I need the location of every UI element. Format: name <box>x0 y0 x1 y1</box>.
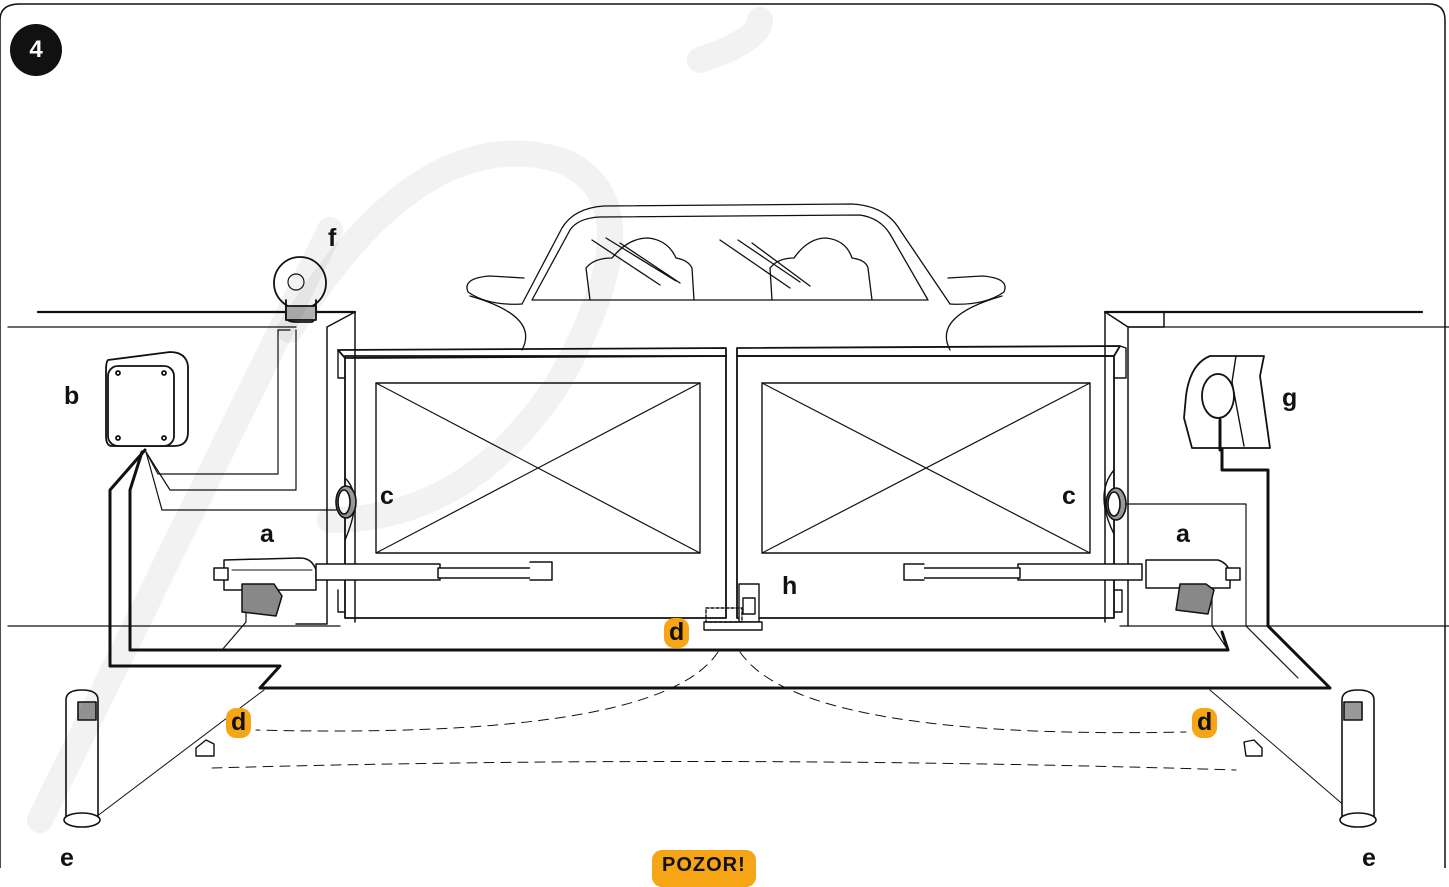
cable-loop <box>108 428 1332 690</box>
page-frame <box>0 3 1446 868</box>
label-a-left: a <box>260 520 274 548</box>
floor-sensor <box>195 739 215 757</box>
key-selector <box>1183 355 1271 452</box>
car <box>466 203 1006 351</box>
warning-badge: POZOR! <box>652 850 756 887</box>
thin-cables <box>145 329 1299 679</box>
label-d-center: d <box>664 618 690 648</box>
gate-actuator <box>213 557 553 617</box>
photocell <box>335 485 357 519</box>
right-gate-leaf <box>736 345 1127 619</box>
right-pillar <box>1104 311 1165 627</box>
photocell-beams <box>211 651 1237 771</box>
figure-number-badge: 4 <box>10 24 62 76</box>
floor-sensor <box>1243 739 1263 757</box>
label-a-right: a <box>1176 520 1190 548</box>
diagram-stage: 4 f b c c a a g h e e d d d POZOR! <box>0 3 1449 887</box>
control-box <box>105 351 189 447</box>
label-f: f <box>328 224 337 252</box>
label-c-right: c <box>1062 482 1076 510</box>
photocell-post <box>63 689 101 828</box>
gate-installation-drawing <box>0 3 1449 868</box>
label-c-left: c <box>380 482 394 510</box>
label-d-left: d <box>226 708 252 738</box>
label-e-right: e <box>1362 844 1376 872</box>
label-e-left: e <box>60 844 74 872</box>
gate-actuator <box>903 559 1241 615</box>
photocell-post <box>1339 689 1377 828</box>
label-h: h <box>782 572 798 600</box>
label-g: g <box>1282 384 1298 412</box>
label-b: b <box>64 382 80 410</box>
gate-stop <box>703 583 763 631</box>
label-d-right: d <box>1192 708 1218 738</box>
photocell <box>1105 487 1127 521</box>
flashing-light <box>273 256 327 323</box>
left-pillar <box>295 311 356 625</box>
